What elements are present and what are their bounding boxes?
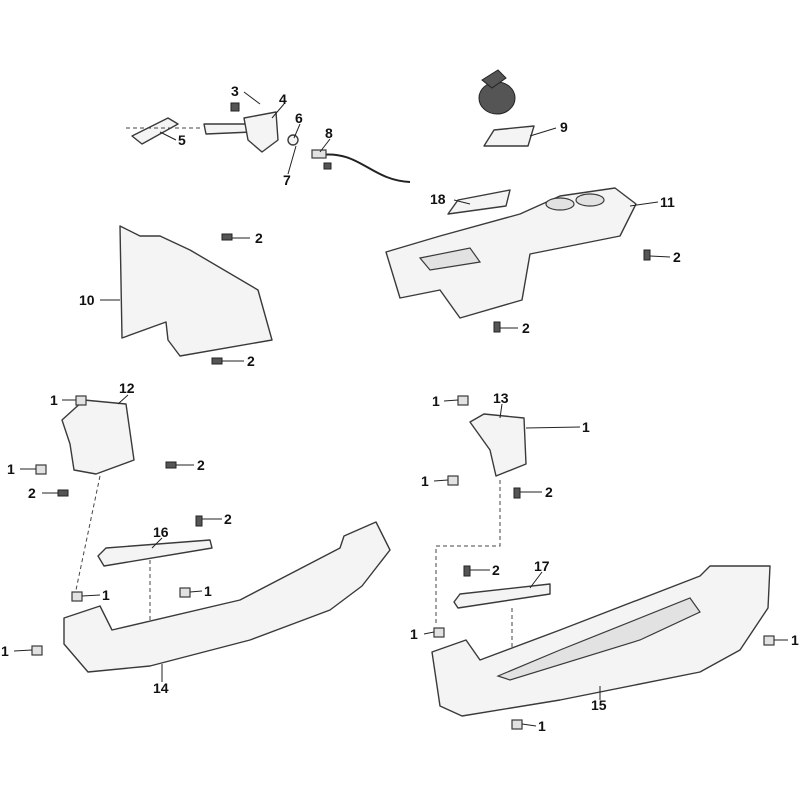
callout-2: 2: [545, 484, 553, 500]
part-12-bracket: [61, 399, 135, 475]
clip-1: [179, 587, 191, 598]
part-4-bracket: [243, 111, 279, 153]
callout-16: 16: [153, 524, 169, 540]
part-17-trim: [453, 583, 551, 609]
rocker-inset: [496, 597, 701, 681]
callout-1: 1: [7, 461, 15, 477]
part-16-trim: [97, 539, 213, 567]
part-10-side-panel: [119, 225, 273, 357]
part-11-center-console: [385, 187, 637, 319]
callout-8: 8: [325, 125, 333, 141]
clip-1: [763, 635, 775, 646]
callout-7: 7: [283, 172, 291, 188]
clip-1: [31, 645, 43, 656]
shift-knob: [478, 81, 516, 115]
callout-1: 1: [791, 632, 799, 648]
callout-15: 15: [591, 697, 607, 713]
callout-2: 2: [197, 457, 205, 473]
screw-2: [195, 515, 203, 527]
callout-17: 17: [534, 558, 550, 574]
callout-2: 2: [28, 485, 36, 501]
cable-end: [311, 149, 327, 159]
callout-1: 1: [538, 718, 546, 734]
clip-1: [457, 395, 469, 406]
callout-2: 2: [673, 249, 681, 265]
part-14-left-rocker: [63, 521, 391, 673]
cup-holder: [545, 197, 575, 211]
callout-1: 1: [1, 643, 9, 659]
callout-2: 2: [247, 353, 255, 369]
screw-2: [165, 461, 177, 469]
callout-11: 11: [660, 194, 675, 210]
clip-1: [75, 395, 87, 406]
callout-12: 12: [119, 380, 135, 396]
part-8-cable: [319, 153, 411, 183]
clip-1: [433, 627, 445, 638]
callout-18: 18: [430, 191, 446, 207]
screw-2: [643, 249, 651, 261]
clip-1: [35, 464, 47, 475]
callout-2: 2: [255, 230, 263, 246]
callout-1: 1: [432, 393, 440, 409]
part-18-panel: [447, 189, 511, 215]
part-6-spring: [287, 134, 299, 146]
callout-2: 2: [492, 562, 500, 578]
callout-6: 6: [295, 110, 303, 126]
callout-10: 10: [79, 292, 95, 308]
callout-5: 5: [178, 132, 186, 148]
callouts: 3 4 6 8 5 7 9 18 11 2 2 10 2 2 12 1 1 2 …: [1, 83, 799, 734]
leader-lines: [13, 91, 788, 727]
screw-2: [493, 321, 501, 333]
screw-2: [221, 233, 233, 241]
callout-1: 1: [102, 587, 110, 603]
callout-1: 1: [582, 419, 590, 435]
callout-1: 1: [421, 473, 429, 489]
console-tray: [418, 247, 482, 271]
callout-1: 1: [410, 626, 418, 642]
callout-2: 2: [224, 511, 232, 527]
screw-2: [57, 489, 69, 497]
clip-1: [511, 719, 523, 730]
part-3-bolt: [230, 102, 240, 112]
callout-14: 14: [153, 680, 169, 696]
callout-9: 9: [560, 119, 568, 135]
console-assembly: [385, 69, 637, 319]
part-5-boot: [131, 117, 179, 145]
screw-2: [211, 357, 223, 365]
callout-1: 1: [50, 392, 58, 408]
callout-1: 1: [204, 583, 212, 599]
knob-lever: [481, 69, 507, 89]
part-13-bracket: [469, 413, 527, 477]
shift-lever-assembly: [131, 102, 411, 183]
callout-4: 4: [279, 91, 287, 107]
screw-2: [463, 565, 471, 577]
alignment-line: [75, 475, 101, 591]
clip-1: [447, 475, 459, 486]
callout-3: 3: [231, 83, 239, 99]
screw-2: [513, 487, 521, 499]
callout-2: 2: [522, 320, 530, 336]
part-9-bezel: [483, 125, 535, 147]
alignment-line: [435, 480, 501, 626]
callout-13: 13: [493, 390, 509, 406]
nut: [323, 162, 332, 170]
cup-holder: [575, 193, 605, 207]
clip-1: [71, 591, 83, 602]
